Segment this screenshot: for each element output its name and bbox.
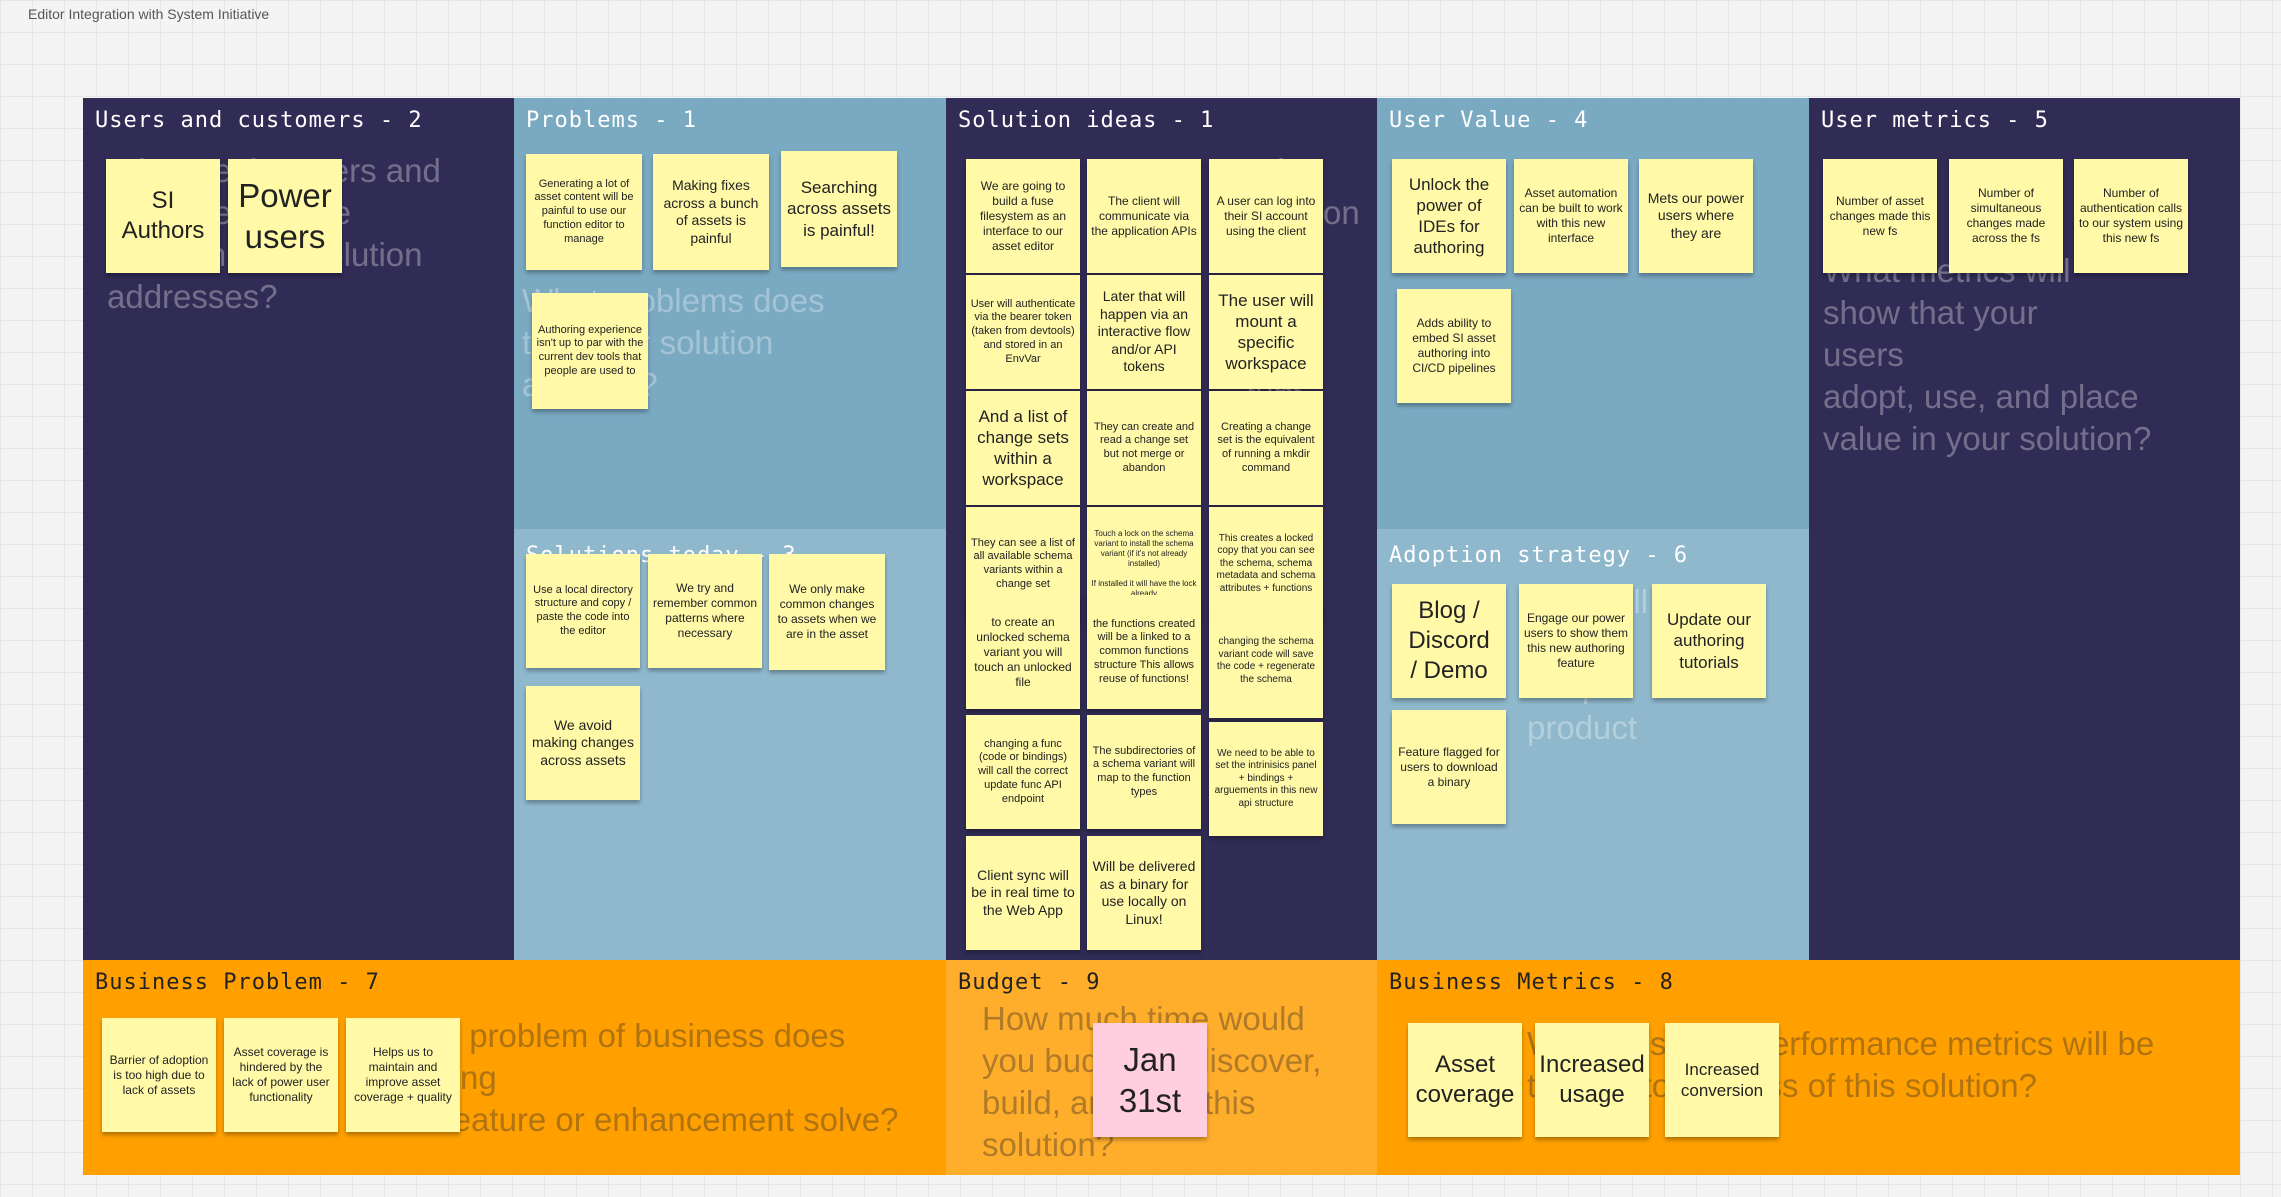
sticky-note[interactable]: Making fixes across a bunch of assets is…: [653, 154, 769, 270]
sticky-note[interactable]: Increased usage: [1535, 1023, 1649, 1137]
sticky-note[interactable]: Power users: [228, 159, 342, 273]
board-title: Editor Integration with System Initiativ…: [28, 6, 270, 22]
sticky-note[interactable]: Number of simultaneous changes made acro…: [1949, 159, 2063, 273]
sticky-note[interactable]: Engage our power users to show them this…: [1519, 584, 1633, 698]
sticky-note[interactable]: Blog / Discord / Demo: [1392, 584, 1506, 698]
sticky-note[interactable]: Increased conversion: [1665, 1023, 1779, 1137]
panel-title: Business Metrics - 8: [1389, 970, 1674, 995]
sticky-note[interactable]: Use a local directory structure and copy…: [526, 554, 640, 668]
sticky-note[interactable]: This creates a locked copy that you can …: [1209, 507, 1323, 621]
panel-title: User Value - 4: [1389, 108, 1589, 133]
sticky-note[interactable]: The client will communicate via the appl…: [1087, 159, 1201, 273]
sticky-note[interactable]: We try and remember common patterns wher…: [648, 554, 762, 668]
panel-title: Solution ideas - 1: [958, 108, 1215, 133]
sticky-note[interactable]: We need to be able to set the intrinisic…: [1209, 722, 1323, 836]
sticky-note[interactable]: User will authenticate via the bearer to…: [966, 275, 1080, 389]
sticky-note[interactable]: SI Authors: [106, 159, 220, 273]
sticky-note[interactable]: changing the schema variant code will sa…: [1209, 604, 1323, 718]
sticky-note[interactable]: Client sync will be in real time to the …: [966, 836, 1080, 950]
sticky-note[interactable]: Feature flagged for users to download a …: [1392, 710, 1506, 824]
sticky-note[interactable]: We avoid making changes across assets: [526, 686, 640, 800]
panel-prompt: What metrics will show that your users a…: [1823, 252, 2152, 457]
sticky-note[interactable]: Update our authoring tutorials: [1652, 584, 1766, 698]
panel-title: Budget - 9: [958, 970, 1101, 995]
sticky-note[interactable]: A user can log into their SI account usi…: [1209, 159, 1323, 273]
sticky-note[interactable]: The user will mount a specific workspace: [1209, 275, 1323, 389]
sticky-note[interactable]: The subdirectories of a schema variant w…: [1087, 715, 1201, 829]
sticky-note[interactable]: Jan 31st: [1093, 1023, 1207, 1137]
panel-title: Business Problem - 7: [95, 970, 380, 995]
panel-title: User metrics - 5: [1821, 108, 2049, 133]
sticky-note[interactable]: We only make common changes to assets wh…: [769, 554, 885, 670]
sticky-note[interactable]: to create an unlocked schema variant you…: [966, 595, 1080, 709]
sticky-note[interactable]: Adds ability to embed SI asset authoring…: [1397, 289, 1511, 403]
sticky-note[interactable]: Number of authentication calls to our sy…: [2074, 159, 2188, 273]
panel-title: Users and customers - 2: [95, 108, 423, 133]
sticky-note[interactable]: Helps us to maintain and improve asset c…: [346, 1018, 460, 1132]
sticky-note[interactable]: They can create and read a change set bu…: [1087, 391, 1201, 505]
sticky-note[interactable]: Mets our power users where they are: [1639, 159, 1753, 273]
sticky-note[interactable]: Creating a change set is the equivalent …: [1209, 391, 1323, 505]
panel-title: Adoption strategy - 6: [1389, 543, 1689, 568]
sticky-note[interactable]: Authoring experience isn't up to par wit…: [532, 293, 648, 409]
sticky-note[interactable]: the functions created will be a linked t…: [1087, 595, 1201, 709]
sticky-note[interactable]: Asset coverage: [1408, 1023, 1522, 1137]
sticky-note[interactable]: And a list of change sets within a works…: [966, 391, 1080, 505]
sticky-note[interactable]: Unlock the power of IDEs for authoring: [1392, 159, 1506, 273]
sticky-note[interactable]: Searching across assets is painful!: [781, 151, 897, 267]
panel-prompt: What problem of business does building t…: [383, 1017, 899, 1138]
sticky-note[interactable]: Will be delivered as a binary for use lo…: [1087, 836, 1201, 950]
sticky-note[interactable]: Number of asset changes made this new fs: [1823, 159, 1937, 273]
sticky-note[interactable]: Asset coverage is hindered by the lack o…: [224, 1018, 338, 1132]
sticky-note[interactable]: We are going to build a fuse filesystem …: [966, 159, 1080, 273]
sticky-note[interactable]: Generating a lot of asset content will b…: [526, 154, 642, 270]
sticky-note[interactable]: Barrier of adoption is too high due to l…: [102, 1018, 216, 1132]
sticky-note[interactable]: Asset automation can be built to work wi…: [1514, 159, 1628, 273]
panel-title: Problems - 1: [526, 108, 697, 133]
sticky-note[interactable]: changing a func (code or bindings) will …: [966, 715, 1080, 829]
sticky-note[interactable]: Later that will happen via an interactiv…: [1087, 275, 1201, 389]
